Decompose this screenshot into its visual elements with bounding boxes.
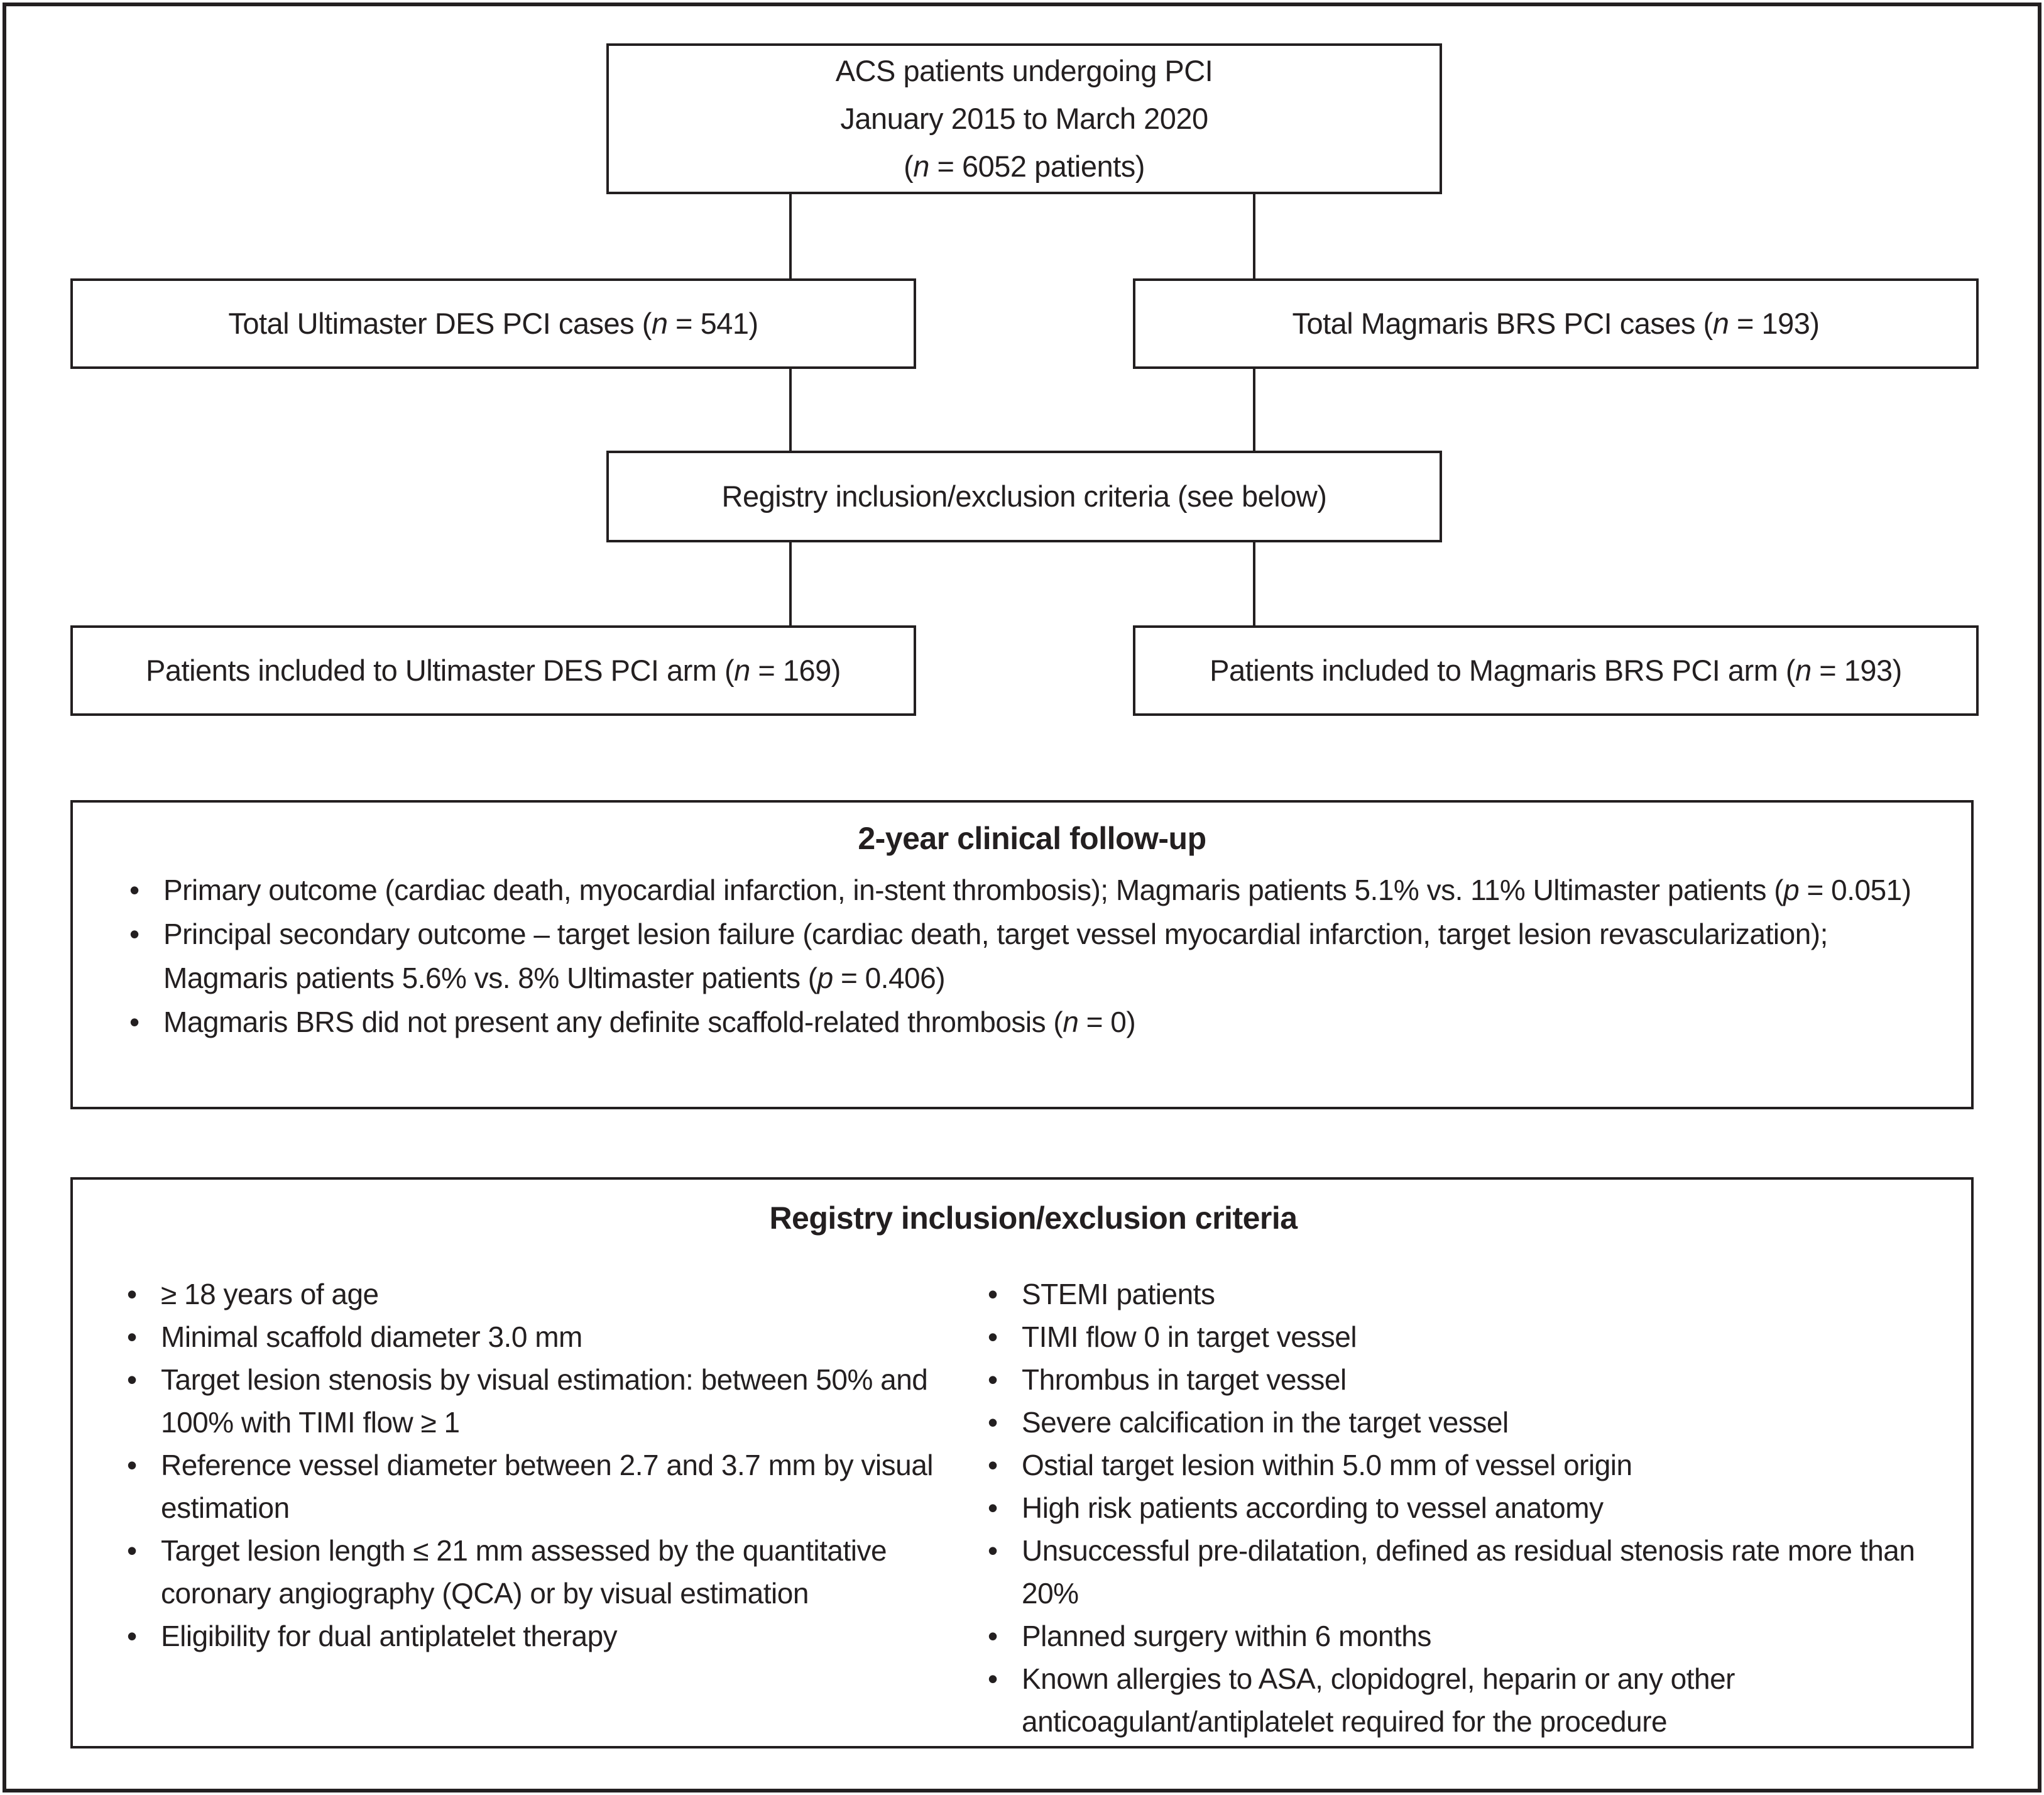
box-total-ultimaster: Total Ultimaster DES PCI cases (n = 541) [70, 278, 916, 369]
inclusion-criteria-list: ≥ 18 years of age Minimal scaffold diame… [126, 1273, 986, 1657]
exclusion-item-allergies: Known allergies to ASA, clopidogrel, hep… [986, 1657, 1941, 1743]
followup-bullet-thrombosis: Magmaris BRS did not present any definit… [128, 1000, 1936, 1044]
box-included-magmaris: Patients included to Magmaris BRS PCI ar… [1133, 625, 1979, 716]
exclusion-item-timi-flow-0: TIMI flow 0 in target vessel [986, 1315, 1941, 1358]
exclusion-item-stemi: STEMI patients [986, 1273, 1941, 1315]
box-included-ultimaster: Patients included to Ultimaster DES PCI … [70, 625, 916, 716]
exclusion-item-planned-surgery: Planned surgery within 6 months [986, 1615, 1941, 1657]
exclusion-criteria-list: STEMI patients TIMI flow 0 in target ves… [986, 1273, 1941, 1743]
criteria-panel: Registry inclusion/exclusion criteria ≥ … [70, 1177, 1974, 1748]
box-criteria-gate: Registry inclusion/exclusion criteria (s… [606, 451, 1442, 542]
box-acs-line-3: (n = 6052 patients) [904, 150, 1145, 183]
followup-bullet-list: Primary outcome (cardiac death, myocardi… [128, 868, 1936, 1044]
connector-magmaris-to-gate [1253, 364, 1255, 451]
box-total-magmaris-label: Total Magmaris BRS PCI cases (n = 193) [1292, 307, 1820, 340]
followup-panel-title: 2-year clinical follow-up [858, 821, 1206, 856]
exclusion-item-high-risk-anatomy: High risk patients according to vessel a… [986, 1486, 1941, 1529]
box-criteria-gate-label: Registry inclusion/exclusion criteria (s… [721, 480, 1327, 513]
box-acs-line-2: January 2015 to March 2020 [840, 102, 1208, 135]
box-acs-line-1: ACS patients undergoing PCI [835, 54, 1213, 87]
box-included-magmaris-label: Patients included to Magmaris BRS PCI ar… [1210, 654, 1902, 687]
inclusion-item-age: ≥ 18 years of age [126, 1273, 986, 1315]
exclusion-item-calcification: Severe calcification in the target vesse… [986, 1401, 1941, 1444]
inclusion-item-scaffold-diameter: Minimal scaffold diameter 3.0 mm [126, 1315, 986, 1358]
box-total-magmaris: Total Magmaris BRS PCI cases (n = 193) [1133, 278, 1979, 369]
connector-ultimaster-to-gate [789, 364, 792, 451]
connector-gate-to-ultimaster-arm [789, 537, 792, 625]
inclusion-item-stenosis: Target lesion stenosis by visual estimat… [126, 1358, 986, 1444]
connector-gate-to-magmaris-arm [1253, 537, 1255, 625]
exclusion-item-ostial-lesion: Ostial target lesion within 5.0 mm of ve… [986, 1444, 1941, 1486]
box-total-ultimaster-label: Total Ultimaster DES PCI cases (n = 541) [228, 307, 758, 340]
inclusion-item-vessel-diameter: Reference vessel diameter between 2.7 an… [126, 1444, 986, 1529]
criteria-panel-title: Registry inclusion/exclusion criteria [769, 1200, 1298, 1236]
figure-outer-frame [3, 3, 2041, 1792]
inclusion-item-lesion-length: Target lesion length ≤ 21 mm assessed by… [126, 1529, 986, 1615]
inclusion-item-dapt-eligibility: Eligibility for dual antiplatelet therap… [126, 1615, 986, 1657]
connector-top-to-magmaris [1253, 189, 1255, 278]
followup-bullet-secondary-outcome: Principal secondary outcome – target les… [128, 912, 1936, 1000]
exclusion-item-thrombus: Thrombus in target vessel [986, 1358, 1941, 1401]
criteria-columns: ≥ 18 years of age Minimal scaffold diame… [126, 1273, 1941, 1743]
exclusion-item-predilatation: Unsuccessful pre-dilatation, defined as … [986, 1529, 1941, 1615]
box-included-ultimaster-label: Patients included to Ultimaster DES PCI … [146, 654, 841, 687]
connector-top-to-ultimaster [789, 189, 792, 278]
box-acs-patients: ACS patients undergoing PCI January 2015… [606, 43, 1442, 194]
followup-panel: 2-year clinical follow-up Primary outcom… [70, 800, 1974, 1109]
followup-bullet-primary-outcome: Primary outcome (cardiac death, myocardi… [128, 868, 1936, 912]
